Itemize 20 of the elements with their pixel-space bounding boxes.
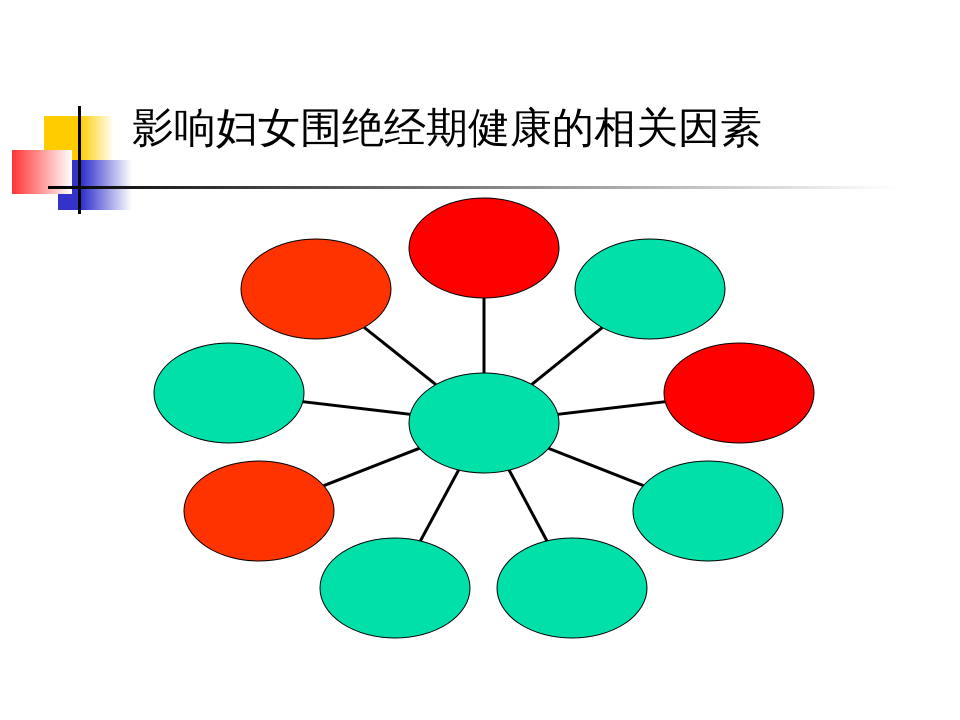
connector-line bbox=[482, 298, 486, 373]
connector-line bbox=[302, 400, 410, 416]
connector-line bbox=[530, 326, 604, 386]
ellipse-node bbox=[154, 342, 304, 444]
connector-line bbox=[363, 326, 437, 386]
connector-line bbox=[419, 469, 460, 542]
ellipse-node bbox=[632, 460, 784, 562]
ellipse-node bbox=[320, 538, 470, 638]
ellipse-node bbox=[408, 198, 560, 298]
connector-line bbox=[548, 446, 644, 488]
ellipse-node bbox=[574, 238, 726, 340]
title: 影响妇女围绝经期健康的相关因素 bbox=[132, 102, 762, 154]
ellipse-node bbox=[496, 538, 648, 638]
ellipse-node bbox=[408, 372, 560, 474]
connector-line bbox=[323, 446, 420, 488]
ellipse-node bbox=[240, 238, 392, 340]
connector-line bbox=[558, 400, 666, 416]
connector-line bbox=[508, 469, 548, 542]
ellipse-node bbox=[184, 460, 334, 562]
ellipse-node bbox=[664, 342, 814, 444]
